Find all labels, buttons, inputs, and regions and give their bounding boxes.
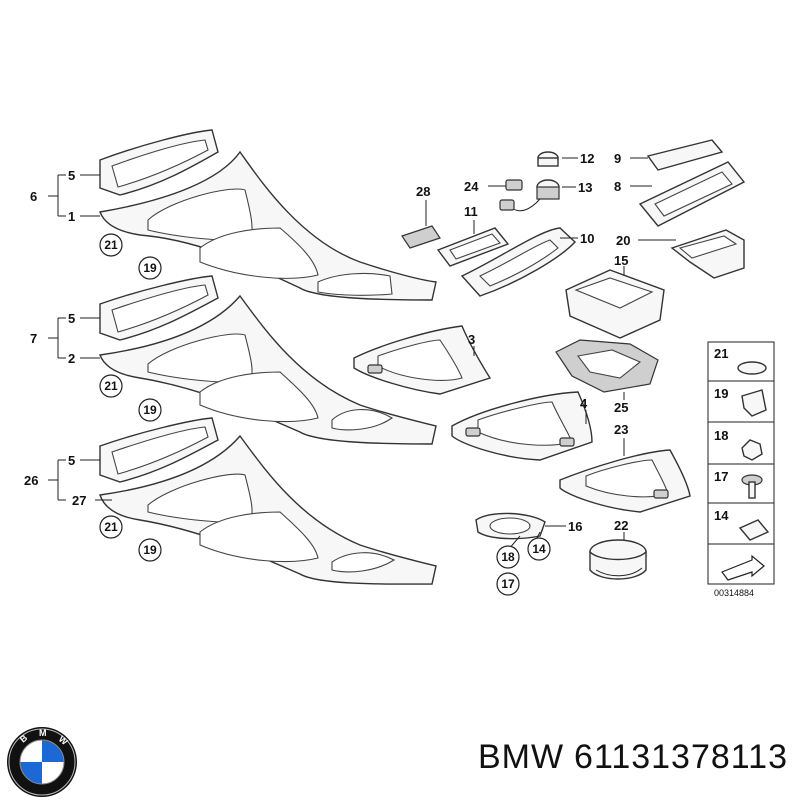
part-15: [565, 266, 665, 339]
label-28: 28: [416, 184, 430, 199]
callout-18: [496, 545, 520, 569]
label-11: 11: [464, 204, 478, 219]
callout-19c: [138, 538, 162, 562]
label-5a: 5: [68, 168, 75, 183]
label-5b: 5: [68, 311, 75, 326]
legend-label-19: 19: [714, 386, 728, 401]
label-19b: 19: [143, 403, 157, 417]
label-15: 15: [614, 253, 628, 268]
console-trim-lower: [99, 434, 437, 585]
part-number: 61131378113: [574, 738, 788, 776]
label-18: 18: [501, 550, 515, 564]
callout-14: [527, 537, 551, 561]
svg-text:M: M: [39, 728, 47, 738]
cover-5a: [99, 129, 219, 196]
part-13: [499, 179, 576, 212]
label-22: 22: [614, 518, 628, 533]
label-3: 3: [468, 332, 475, 347]
left-brackets: [48, 174, 112, 501]
label-21c: 21: [104, 520, 118, 534]
label-12: 12: [580, 151, 594, 166]
svg-text:B: B: [18, 732, 30, 744]
label-21a: 21: [104, 238, 118, 252]
part-12: [537, 151, 578, 167]
part-8: [630, 161, 746, 227]
label-27: 27: [72, 493, 86, 508]
part-3: [353, 325, 492, 395]
legend-label-18: 18: [714, 428, 728, 443]
label-20: 20: [616, 233, 630, 248]
part-9: [630, 139, 724, 171]
part-25: [555, 339, 659, 400]
label-24: 24: [464, 179, 479, 194]
label-19a: 19: [143, 261, 157, 275]
label-26: 26: [24, 473, 38, 488]
part-28: [401, 200, 441, 249]
label-17: 17: [501, 577, 515, 591]
parts-diagram: 6 5 1 21 19 7 5 2 21 19 26 5 27 21 19 28…: [24, 129, 775, 598]
bmw-logo: B M W: [7, 727, 77, 797]
part-16: [475, 512, 566, 551]
brand-name: BMW: [477, 738, 565, 776]
label-7: 7: [30, 331, 37, 346]
callout-19b: [138, 398, 162, 422]
arrow-icon: [721, 554, 765, 581]
legend-label-21: 21: [714, 346, 728, 361]
part-4: [451, 391, 593, 461]
callout-21a: [99, 233, 123, 257]
legend-label-17: 17: [714, 469, 728, 484]
part-24: [488, 179, 523, 191]
label-2: 2: [68, 351, 75, 366]
console-trim-upper: [99, 150, 437, 301]
legend-label-14: 14: [714, 508, 729, 523]
part-20: [638, 229, 745, 279]
label-8: 8: [614, 179, 621, 194]
callout-19a: [138, 256, 162, 280]
label-9: 9: [614, 151, 621, 166]
label-16: 16: [568, 519, 582, 534]
callout-21c: [99, 515, 123, 539]
console-trim-middle: [99, 294, 437, 445]
part-23: [559, 438, 691, 513]
drawing-code: 00314884: [714, 588, 754, 598]
cover-5b: [99, 275, 219, 341]
callout-17: [496, 572, 520, 596]
part-11: [436, 220, 510, 267]
label-6: 6: [30, 189, 37, 204]
label-19c: 19: [143, 543, 157, 557]
label-25: 25: [614, 400, 628, 415]
label-21b: 21: [104, 379, 118, 393]
label-4: 4: [580, 396, 588, 411]
callout-21b: [99, 374, 123, 398]
part-22: [589, 532, 647, 580]
label-23: 23: [614, 422, 628, 437]
part-10: [460, 227, 578, 297]
label-1: 1: [68, 209, 75, 224]
cover-5c: [99, 417, 219, 483]
label-13: 13: [578, 180, 592, 195]
label-5c: 5: [68, 453, 75, 468]
fasteners-legend: 21 19 18 17 14: [707, 341, 775, 585]
label-14: 14: [532, 542, 546, 556]
label-10: 10: [580, 231, 594, 246]
